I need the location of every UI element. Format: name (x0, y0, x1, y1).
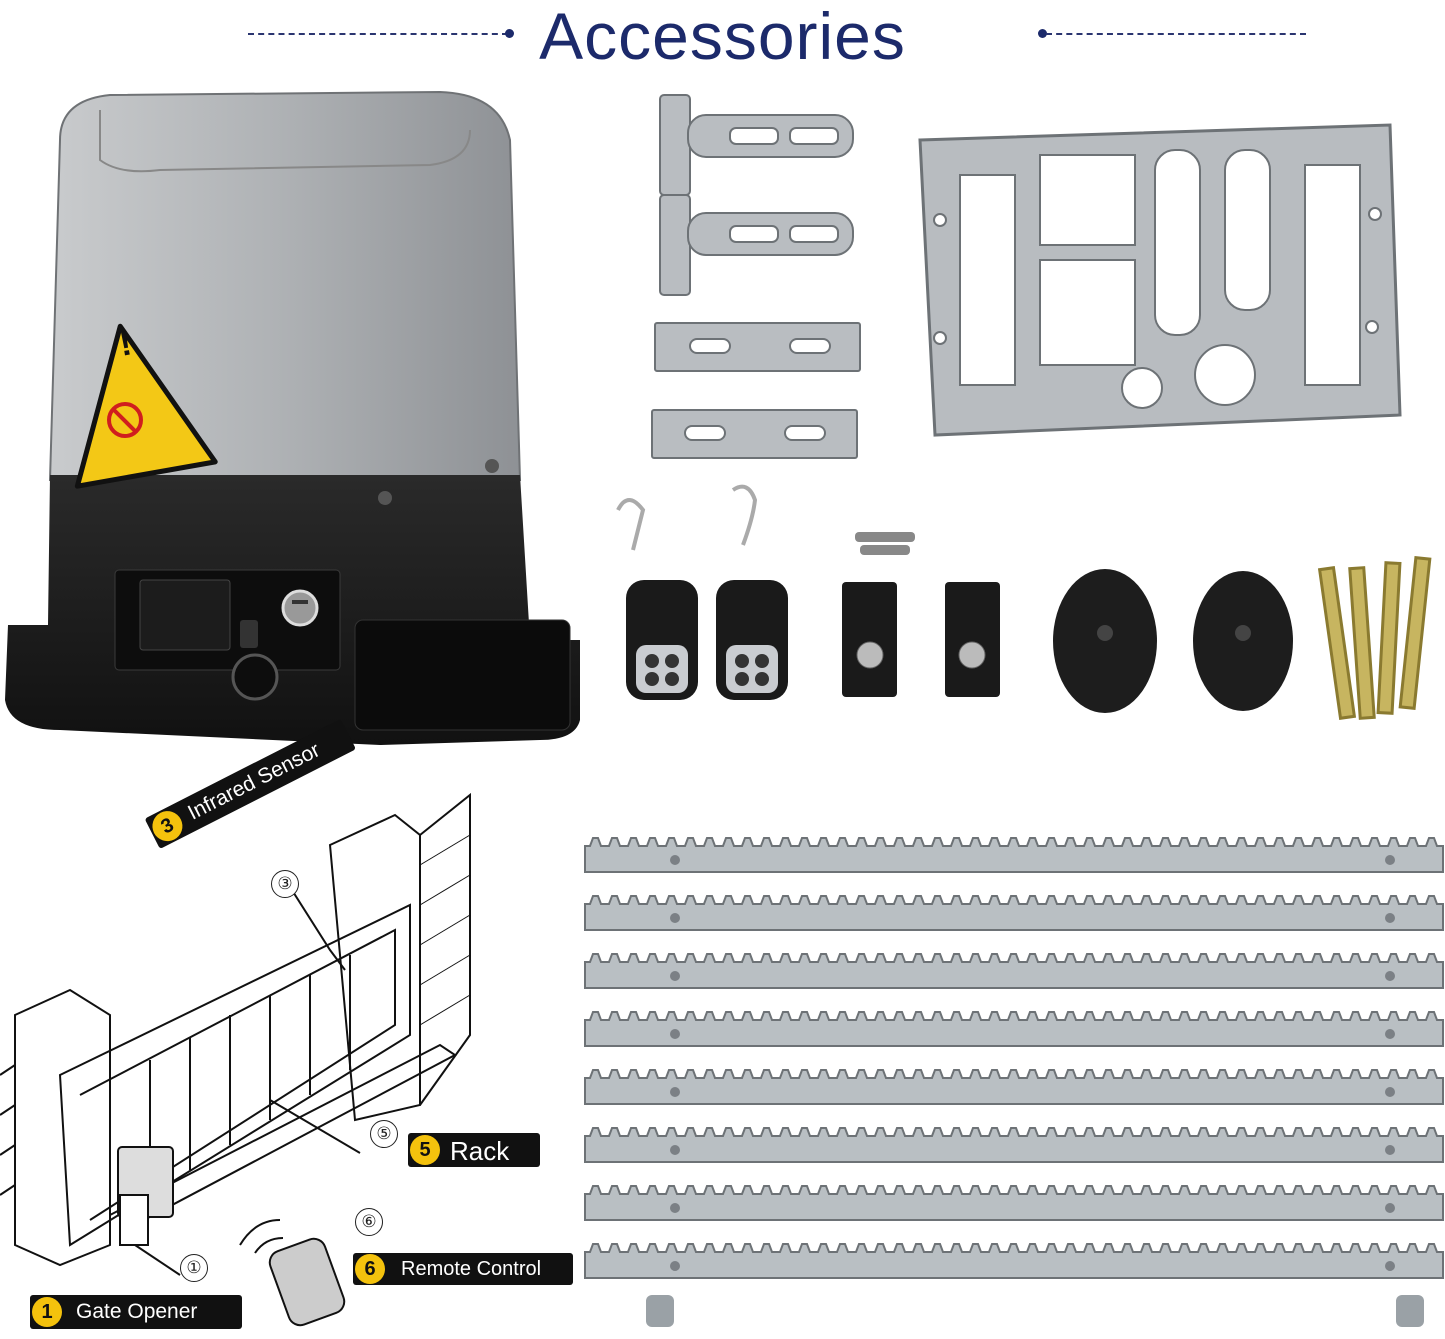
rack-mounting-foot (1396, 1295, 1424, 1327)
gate-opener-motor-image (5, 90, 580, 745)
callout-number-5: ⑤ (370, 1120, 398, 1148)
gear-rack (584, 953, 1444, 989)
installation-diagram (0, 792, 471, 1327)
gear-rack (584, 895, 1444, 931)
limit-stoppers-image (842, 532, 1000, 697)
label-remote-control: 6 Remote Control (353, 1253, 573, 1285)
gear-rack (584, 1243, 1444, 1279)
label-rack: 5 Rack (408, 1133, 540, 1167)
rack-mounting-foot (646, 1295, 674, 1327)
mounting-plate-image (918, 123, 1402, 437)
label-gate-opener: 1 Gate Opener (30, 1295, 242, 1329)
gear-rack (584, 1011, 1444, 1047)
remote-controls-image (616, 484, 788, 700)
page-title: Accessories (539, 0, 906, 73)
expansion-bolts-image (1317, 556, 1432, 720)
callout-number-3: ③ (271, 870, 299, 898)
header: Accessories (0, 0, 1445, 75)
infrared-sensors-image (1053, 569, 1293, 713)
title-dot-right (1038, 29, 1047, 38)
title-dot-left (505, 29, 514, 38)
mounting-brackets-image (651, 94, 861, 459)
gear-rack (584, 837, 1444, 873)
callout-number-1: ① (180, 1254, 208, 1282)
title-divider-right (1046, 33, 1306, 35)
gear-rack (584, 1069, 1444, 1105)
gear-rack (584, 1185, 1444, 1221)
callout-number-6: ⑥ (355, 1208, 383, 1236)
gear-racks-image (584, 837, 1444, 1327)
gear-rack (584, 1127, 1444, 1163)
title-divider-left (248, 33, 508, 35)
